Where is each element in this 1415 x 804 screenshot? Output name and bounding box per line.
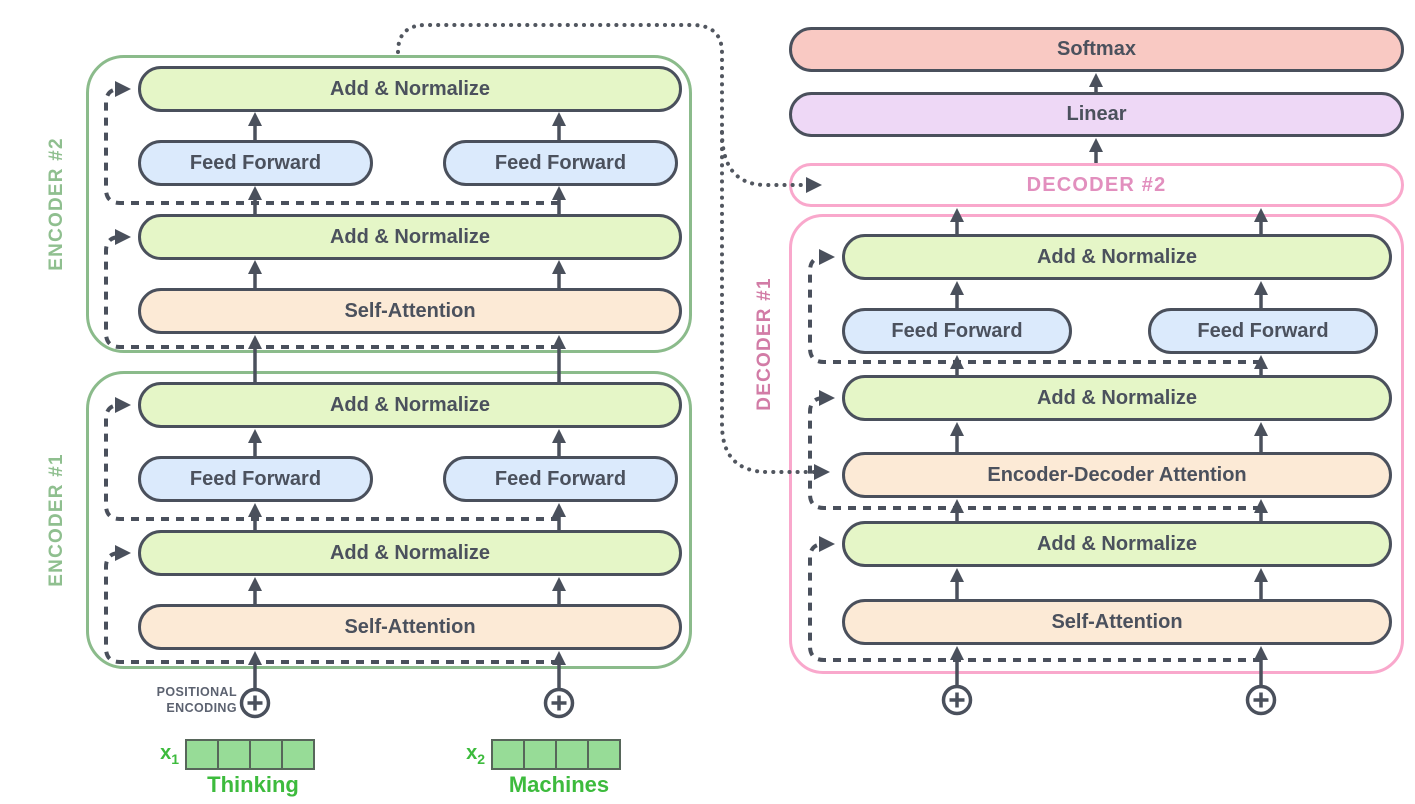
embedding-cell [281,739,315,770]
input-x1-label: x1 [160,742,179,767]
encoder2-feed-forward-left-pill: Feed Forward [138,140,373,186]
encoder-2-label: ENCODER #2 [46,137,67,271]
positional-adders [239,684,1277,719]
embedding-cell [217,739,251,770]
embedding-cell [587,739,621,770]
plus-circle-icon [941,684,973,716]
encoder1-self-attention-pill: Self-Attention [138,604,682,650]
decoder1-feed-forward-right-pill: Feed Forward [1148,308,1378,354]
embedding-cell [185,739,219,770]
decoder1-add-normalize-bottom-pill: Add & Normalize [842,521,1392,567]
decoder1-self-attention-pill: Self-Attention [842,599,1392,645]
embedding-cell [249,739,283,770]
input-word-thinking: Thinking [207,772,299,797]
decoder1-encoder-decoder-attention-pill: Encoder-Decoder Attention [842,452,1392,498]
decoder-1-label: DECODER #1 [754,277,775,411]
encoder2-add-normalize-bottom-pill: Add & Normalize [138,214,682,260]
input-embedding-x1 [185,739,315,770]
encoder-1-label: ENCODER #1 [46,453,67,587]
embedding-cell [555,739,589,770]
decoder1-feed-forward-left-pill: Feed Forward [842,308,1072,354]
positional-encoding-label: POSITIONAL ENCODING [102,684,237,716]
encoder1-feed-forward-right-pill: Feed Forward [443,456,678,502]
decoder1-add-normalize-middle-pill: Add & Normalize [842,375,1392,421]
encoder1-add-normalize-bottom-pill: Add & Normalize [138,530,682,576]
encoder-1-box [86,371,692,669]
encoder1-add-normalize-top-pill: Add & Normalize [138,382,682,428]
positional-encoding-line1: POSITIONAL [156,685,237,699]
input-embedding-x2 [491,739,621,770]
encoder2-feed-forward-right-pill: Feed Forward [443,140,678,186]
plus-circle-icon [1245,684,1277,716]
decoder1-add-normalize-top-pill: Add & Normalize [842,234,1392,280]
input-x2-label: x2 [466,742,485,767]
encoder1-feed-forward-left-pill: Feed Forward [138,456,373,502]
positional-encoding-line2: ENCODING [166,701,237,715]
plus-circle-icon [543,687,575,719]
decoder-2-label: DECODER #2 [1026,173,1167,196]
input-word-machines: Machines [508,772,610,797]
plus-circle-icon [239,687,271,719]
linear-pill: Linear [789,92,1404,137]
encoder2-self-attention-pill: Self-Attention [138,288,682,334]
embedding-cell [523,739,557,770]
embedding-cell [491,739,525,770]
encoder2-add-normalize-top-pill: Add & Normalize [138,66,682,112]
softmax-pill: Softmax [789,27,1404,72]
